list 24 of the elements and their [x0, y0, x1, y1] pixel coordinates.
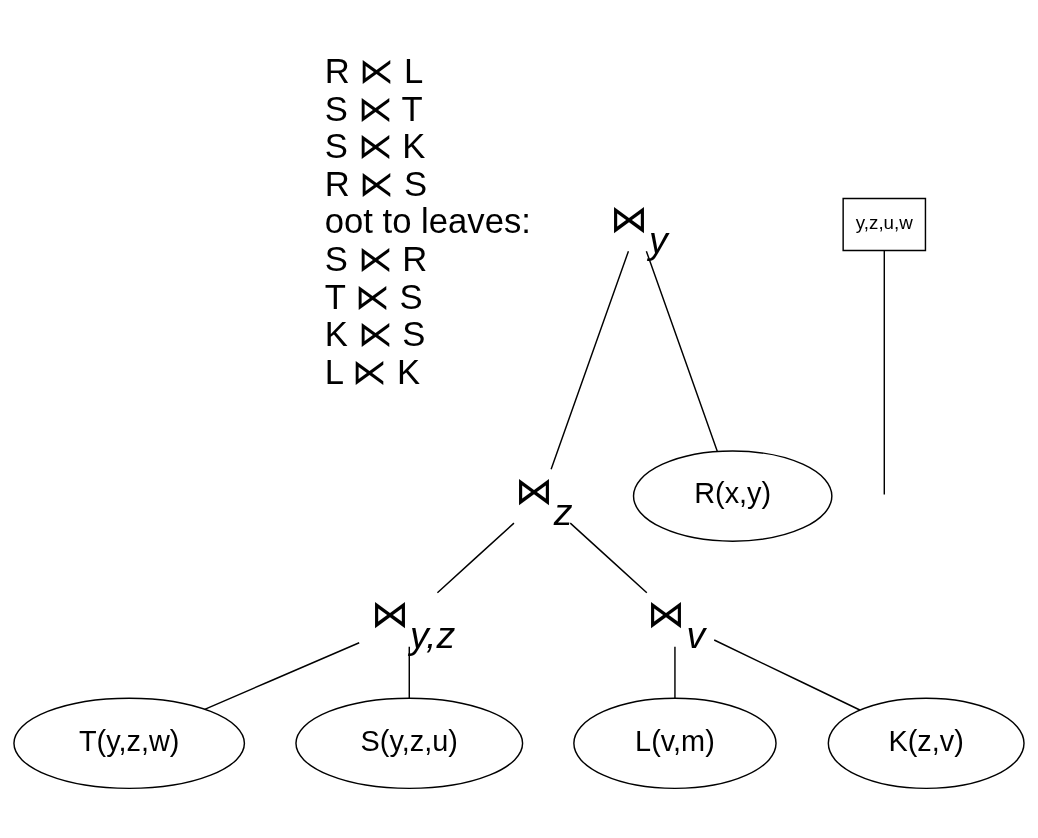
- connector: [408, 646, 410, 699]
- connector: [436, 522, 515, 594]
- label: T ⋉ S: [324, 277, 423, 316]
- connector: [203, 642, 360, 711]
- node-ellipse: L(v,m): [573, 697, 777, 790]
- node-ellipse: K(z,v): [827, 697, 1025, 790]
- connector: [569, 522, 648, 594]
- connector: [883, 250, 885, 496]
- connector: [645, 250, 719, 453]
- connector: [674, 646, 676, 699]
- node-ellipse: S(y,z,u): [295, 697, 524, 790]
- node-ellipse: T(y,z,w): [13, 697, 246, 790]
- label: S ⋉ T: [324, 89, 423, 128]
- label: L ⋉ K: [324, 352, 421, 391]
- connector: [550, 250, 630, 470]
- connector: [713, 639, 861, 711]
- label: K ⋉ S: [324, 315, 426, 354]
- label: S ⋉ K: [324, 127, 426, 166]
- node-box: y,z,u,w: [842, 197, 927, 252]
- node-ellipse: R(x,y): [632, 450, 833, 542]
- label: oot to leaves:: [324, 202, 531, 241]
- label: R ⋉ S: [324, 164, 428, 203]
- label: S ⋉ R: [324, 239, 428, 278]
- label: R ⋉ L: [324, 52, 424, 91]
